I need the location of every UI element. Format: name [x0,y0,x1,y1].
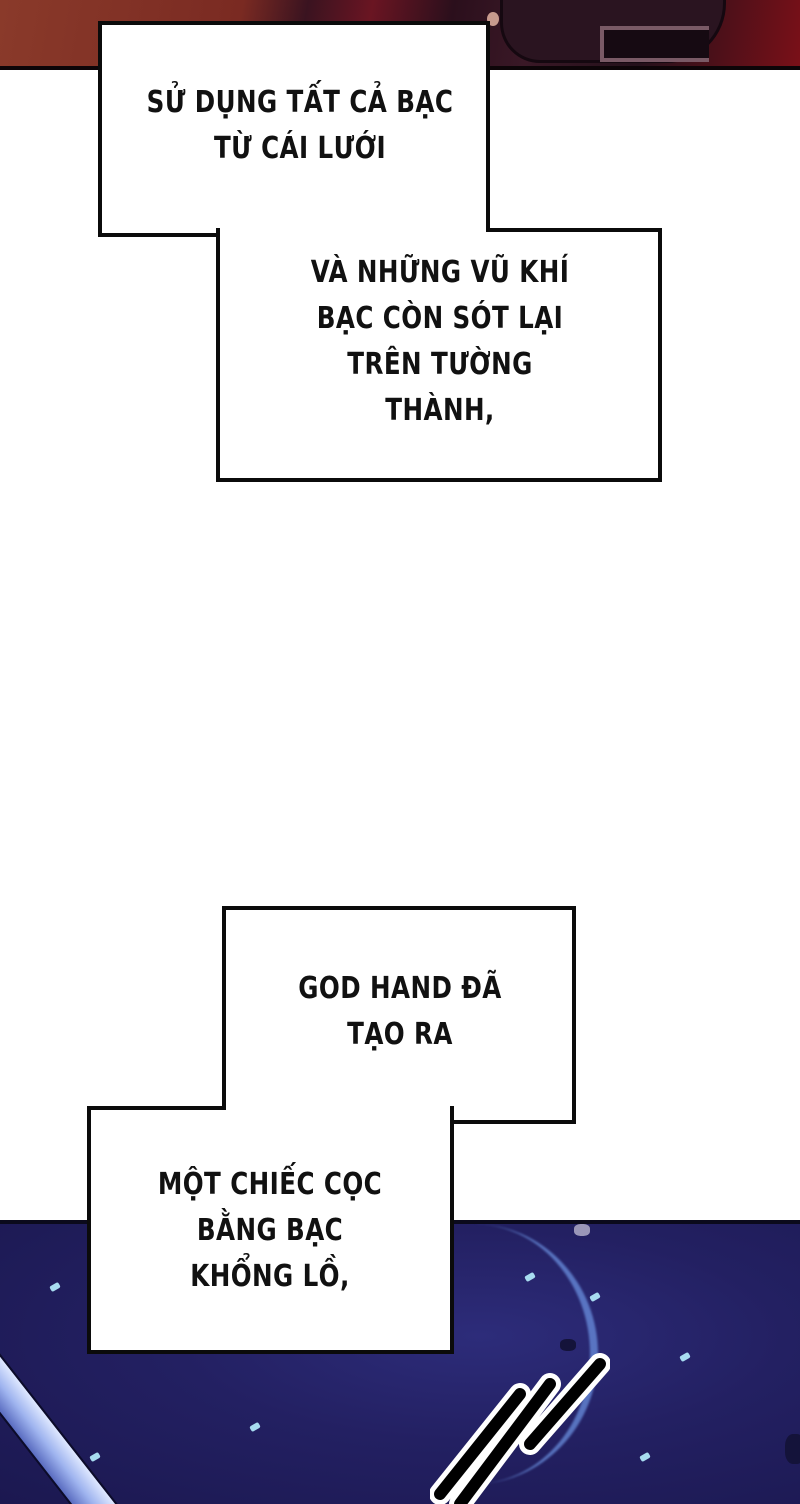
debris-rock [560,1339,576,1351]
caption-line: TỪ CÁI LƯỚI [213,131,387,166]
caption-line: BẠC CÒN SÓT LẠI [316,301,564,336]
spark [639,1451,651,1463]
debris-rock [785,1434,800,1464]
caption-line: SỬ DỤNG TẤT CẢ BẠC [146,85,454,120]
caption-line: BẰNG BẠC [196,1213,344,1248]
spark [49,1281,61,1293]
caption-line: MỘT CHIẾC CỌC [157,1167,383,1202]
caption-line: THÀNH, [385,393,495,428]
caption-4-text: MỘT CHIẾC CỌC BẰNG BẠC KHỔNG LỒ, [122,1162,417,1300]
spark [249,1421,261,1433]
caption-line: TẠO RA [347,1017,453,1052]
debris-rock [574,1224,590,1236]
caption-2-text: VÀ NHỮNG VŨ KHÍ BẠC CÒN SÓT LẠI TRÊN TƯỜ… [260,250,621,434]
caption-line: KHỔNG LỒ, [190,1259,350,1294]
sound-effect-glyph [430,1353,610,1504]
character-belt-shape [600,26,709,62]
box-merge-mask [220,225,486,235]
caption-line: TRÊN TƯỜNG [347,347,533,382]
energy-arc [350,1224,598,1484]
caption-1-text: SỬ DỤNG TẤT CẢ BẠC TỪ CÁI LƯỚI [136,80,464,172]
caption-box-2 [216,228,662,482]
caption-3-text: GOD HAND ĐÃ TẠO RA [261,966,540,1058]
box-merge-mask [226,1102,450,1112]
ornament-shape [487,12,499,26]
caption-line: VÀ NHỮNG VŨ KHÍ [310,255,570,290]
caption-box-1 [98,21,490,237]
spark [89,1451,101,1463]
spark [679,1351,691,1363]
spark [589,1291,601,1303]
caption-box-4 [87,1106,454,1354]
caption-line: GOD HAND ĐÃ [298,971,502,1006]
caption-box-3 [222,906,576,1124]
